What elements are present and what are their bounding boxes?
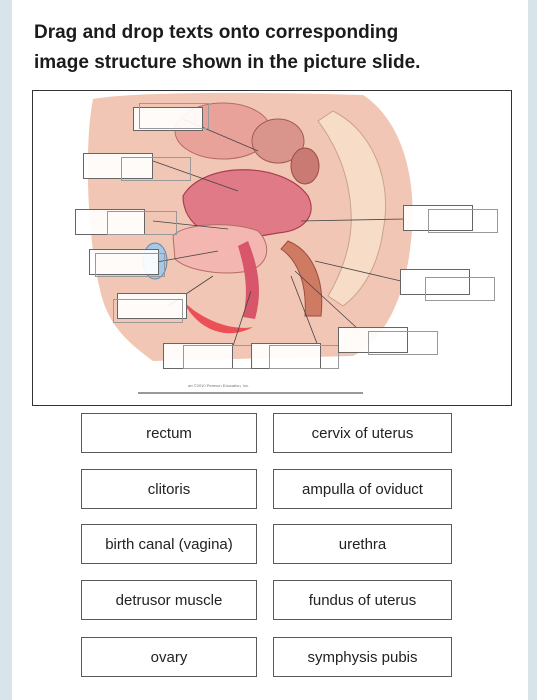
drop-zone-shadow-10	[368, 331, 438, 355]
anatomy-figure: art ©2010 Pearson Education, Inc.	[32, 90, 512, 406]
drop-zone-shadow-9	[425, 277, 495, 301]
drop-zone-1[interactable]	[133, 107, 203, 131]
chip-urethra[interactable]: urethra	[273, 524, 452, 564]
prompt-line-2: image structure shown in the picture sli…	[34, 52, 421, 73]
chip-detrusor-muscle[interactable]: detrusor muscle	[81, 580, 257, 620]
drop-zone-shadow-3	[107, 211, 177, 235]
drop-zone-shadow-6	[183, 345, 253, 369]
drop-zone-3[interactable]	[75, 209, 145, 235]
drop-zone-shadow-4	[95, 253, 165, 277]
chip-ovary[interactable]: ovary	[81, 637, 257, 677]
drop-zone-9[interactable]	[400, 269, 470, 295]
drop-zone-shadow-8	[428, 209, 498, 233]
prompt-line-1: Drag and drop texts onto corresponding	[34, 22, 399, 43]
drop-zone-shadow-1	[139, 103, 209, 129]
chip-birth-canal[interactable]: birth canal (vagina)	[81, 524, 257, 564]
drop-zone-shadow-5	[113, 299, 183, 323]
chip-clitoris[interactable]: clitoris	[81, 469, 257, 509]
chip-fundus-of-uterus[interactable]: fundus of uterus	[273, 580, 452, 620]
chip-ampulla-of-oviduct[interactable]: ampulla of oviduct	[273, 469, 452, 509]
question-card: Drag and drop texts onto corresponding i…	[12, 0, 528, 700]
chip-cervix-of-uterus[interactable]: cervix of uterus	[273, 413, 452, 453]
chip-rectum[interactable]: rectum	[81, 413, 257, 453]
question-prompt: Drag and drop texts onto corresponding i…	[34, 18, 514, 78]
drop-zone-5[interactable]	[117, 293, 187, 319]
drop-zone-shadow-7	[269, 345, 339, 369]
chip-symphysis-pubis[interactable]: symphysis pubis	[273, 637, 452, 677]
figure-credit: art ©2010 Pearson Education, Inc.	[188, 383, 250, 388]
drop-zone-shadow-2	[121, 157, 191, 181]
